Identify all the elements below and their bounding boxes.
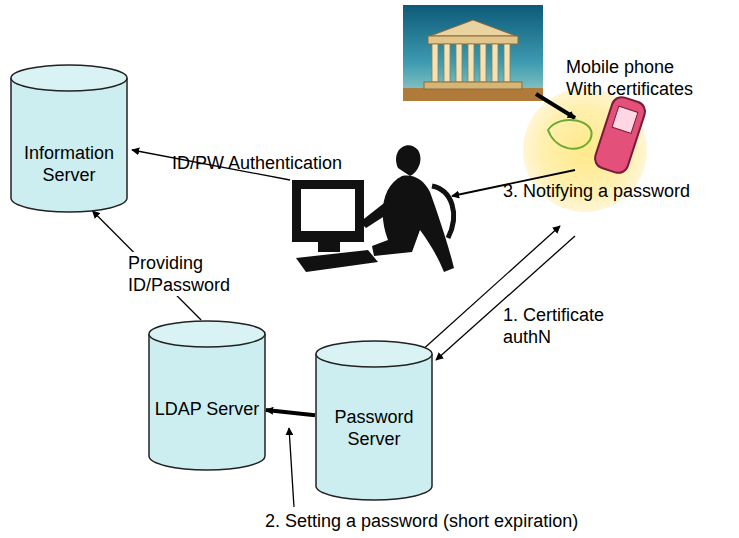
server-cylinder: Information Server — [10, 64, 128, 212]
annotation-label: 2. Setting a password (short expiration) — [265, 510, 685, 532]
annotation-label: ID/PW Authentication — [172, 152, 372, 174]
node-label: Password Server — [315, 406, 433, 450]
edge-label: Providing ID/Password — [128, 252, 258, 296]
cylinder-top — [316, 341, 432, 367]
cylinder-shape — [148, 320, 266, 470]
cylinder-body — [11, 78, 127, 212]
temple-picture — [403, 5, 543, 101]
connector-arrow — [266, 410, 315, 415]
annotation-label: 3. Notifying a password — [503, 180, 733, 202]
server-cylinder: Password Server — [315, 340, 433, 500]
annotation-label: 1. Certificate authN — [503, 304, 628, 348]
server-cylinder: LDAP Server — [148, 320, 266, 470]
cylinder-body — [316, 354, 432, 500]
cylinder-top — [149, 321, 265, 347]
node-label: Information Server — [10, 142, 128, 186]
annotation-label: Mobile phone With certificates — [566, 56, 708, 100]
cylinder-body — [149, 334, 265, 470]
cylinder-shape — [10, 64, 128, 212]
cylinder-top — [11, 65, 127, 91]
node-label: LDAP Server — [148, 398, 266, 420]
